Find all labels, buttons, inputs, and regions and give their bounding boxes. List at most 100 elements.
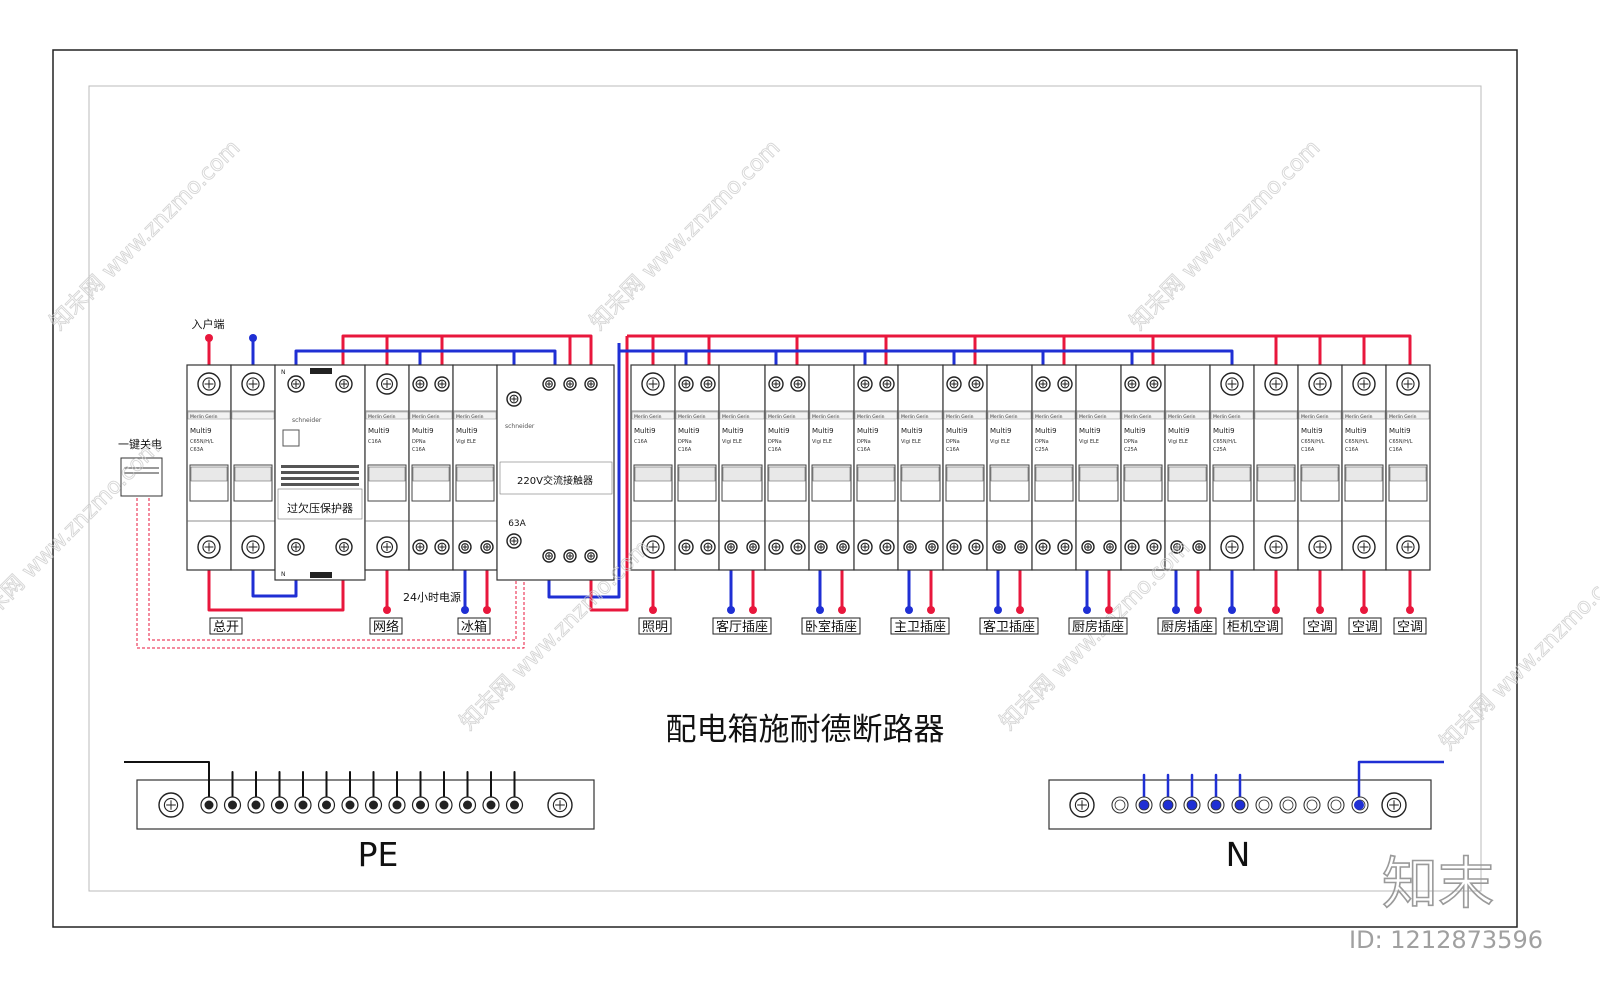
breaker-rating: DPNa xyxy=(946,439,960,445)
top-terminal xyxy=(768,376,784,392)
brand-strip xyxy=(1298,411,1342,420)
brand-strip xyxy=(854,411,898,420)
breaker-series: Multi9 xyxy=(678,427,700,435)
breaker-brand: Merlin Gerin xyxy=(768,414,796,420)
circuit-label: 厨房插座 xyxy=(1072,619,1124,635)
toggle-lever xyxy=(722,466,762,482)
top-terminal xyxy=(241,372,265,396)
watermark-text: 知末网 www.znzmo.com xyxy=(1126,136,1326,336)
top-terminal xyxy=(946,376,962,392)
bottom-terminal xyxy=(1035,539,1051,555)
breaker-series: Multi9 xyxy=(456,427,478,435)
circuit-label-box xyxy=(801,617,861,635)
ovp-grille xyxy=(281,471,359,474)
toggle-lever xyxy=(768,466,806,482)
breaker-brand: Merlin Gerin xyxy=(946,414,974,420)
circuit-label: 空调 xyxy=(1352,620,1378,635)
pe-screw-head xyxy=(228,800,237,810)
bottom-terminal xyxy=(700,539,716,555)
top-terminal xyxy=(197,372,221,396)
left-neutral-bus xyxy=(294,349,557,365)
ovp-indicator xyxy=(310,572,332,578)
entry-live-dot xyxy=(205,334,213,342)
toggle-lever xyxy=(634,466,672,482)
brand-strip xyxy=(1076,411,1121,420)
contactor-terminal xyxy=(542,377,556,391)
breaker-series: Multi9 xyxy=(1301,427,1323,435)
n-screw-head xyxy=(1330,799,1342,811)
breaker-rating: Vigi ELE xyxy=(1168,439,1188,445)
breaker-brand: Merlin Gerin xyxy=(1345,414,1373,420)
output-dot xyxy=(727,606,735,614)
bottom-terminal xyxy=(903,540,917,554)
breaker-rating: DPNa xyxy=(1035,439,1049,445)
one-key-off-wire xyxy=(148,498,517,641)
breaker-rating: C65N/H/L xyxy=(1389,439,1413,445)
circuit-label-box xyxy=(979,617,1039,635)
one-key-off-switch xyxy=(120,457,163,497)
breaker-rating: C63A xyxy=(190,447,204,453)
bottom-terminal xyxy=(1192,540,1206,554)
brand-strip xyxy=(1386,411,1430,420)
contactor-label: 220V交流接触器 xyxy=(517,474,593,487)
breaker-brand: Merlin Gerin xyxy=(1124,414,1152,420)
circuit-label-box xyxy=(1303,617,1337,635)
pe-screw-head xyxy=(392,800,402,810)
top-terminal xyxy=(412,376,428,392)
n-label: N xyxy=(1226,835,1251,874)
bottom-terminal xyxy=(1081,540,1095,554)
circuit-label-box xyxy=(638,617,672,635)
top-terminal xyxy=(1124,376,1140,392)
bottom-terminal xyxy=(946,539,962,555)
breaker-series: Multi9 xyxy=(990,427,1012,435)
output-dot xyxy=(838,606,846,614)
breaker-series: Multi9 xyxy=(768,427,790,435)
toggle-lever xyxy=(1168,466,1207,482)
pe-screw-head xyxy=(510,800,519,810)
breaker-rating: C16A xyxy=(857,447,871,453)
diagram-title: 配电箱施耐德断路器 xyxy=(666,712,945,748)
pe-screw-head xyxy=(416,800,425,810)
circuit-label-box xyxy=(1348,617,1382,635)
output-dot xyxy=(1083,606,1091,614)
bottom-terminal xyxy=(241,535,265,559)
pe-screw-head xyxy=(439,800,449,810)
toggle-lever xyxy=(1079,466,1118,482)
n-screw-head xyxy=(1162,799,1174,811)
top-terminal xyxy=(1220,372,1244,396)
toggle-lever xyxy=(412,466,450,482)
bottom-terminal xyxy=(458,540,472,554)
ac-contactor xyxy=(496,364,615,581)
breaker-rating: Vigi ELE xyxy=(1079,439,1099,445)
circuit-label: 卧室插座 xyxy=(805,619,857,635)
circuit-label: 柜机空调 xyxy=(1227,620,1279,635)
ovp-n-mark: N xyxy=(281,571,286,578)
bottom-terminal xyxy=(1396,535,1420,559)
circuit-label-box xyxy=(209,617,243,635)
bottom-terminal xyxy=(1014,540,1028,554)
breaker-series: Multi9 xyxy=(1345,427,1367,435)
brand-strip xyxy=(765,411,809,420)
output-dot xyxy=(905,606,913,614)
n-screw-head xyxy=(1210,799,1222,811)
breaker-series: Multi9 xyxy=(1124,427,1146,435)
top-terminal xyxy=(857,376,873,392)
brand-strip xyxy=(409,411,453,420)
breaker-brand: Merlin Gerin xyxy=(990,414,1018,420)
top-terminal xyxy=(1264,372,1288,396)
bottom-terminal xyxy=(480,540,494,554)
output-dot xyxy=(1172,606,1180,614)
brand-strip xyxy=(631,411,675,420)
contactor-terminal xyxy=(506,533,522,549)
pe-screw-head xyxy=(298,800,308,810)
breaker-rating: C65N/H/L xyxy=(1301,439,1325,445)
breaker-rating: C16A xyxy=(634,439,648,445)
top-terminal xyxy=(790,376,806,392)
